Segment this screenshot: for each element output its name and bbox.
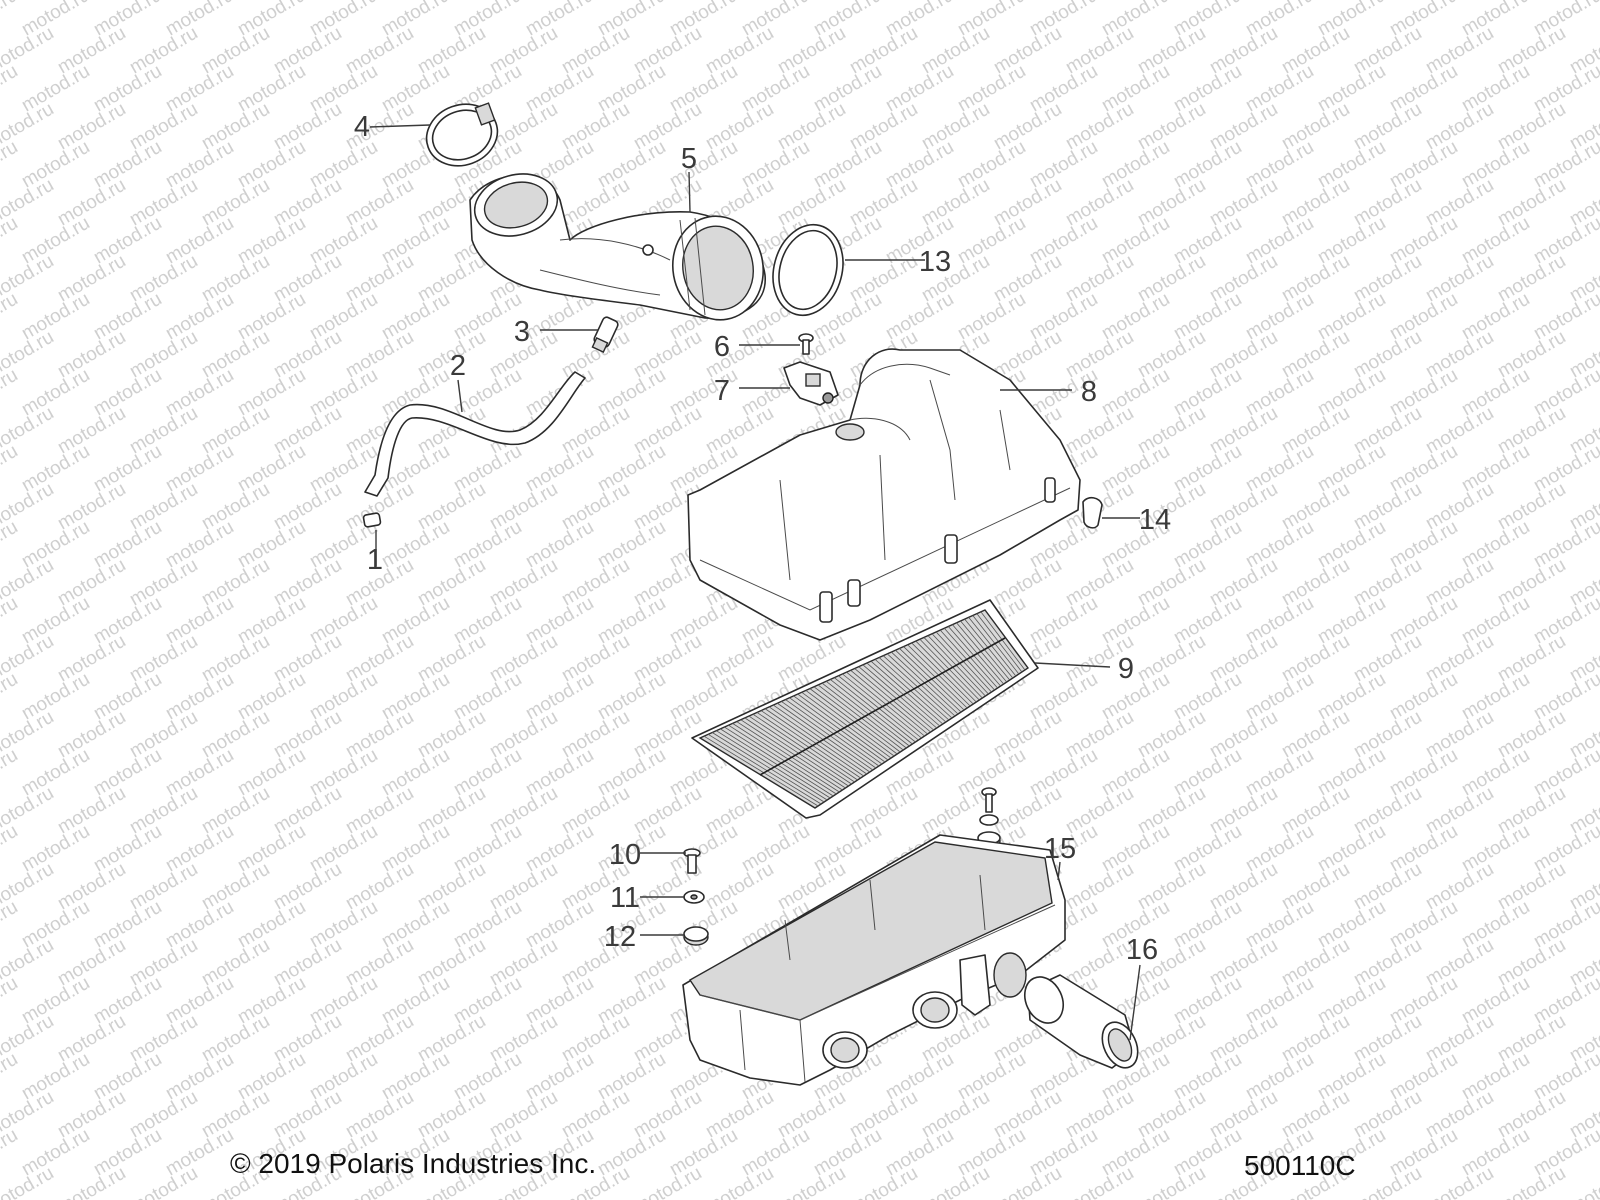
callout-10: 10 xyxy=(609,839,641,871)
watermark-text: motod.ru xyxy=(0,213,22,269)
watermark-text: motod.ru xyxy=(630,1163,705,1200)
watermark-text: motod.ru xyxy=(1530,593,1600,649)
watermark-text: motod.ru xyxy=(702,1163,777,1200)
watermark-text: motod.ru xyxy=(1530,821,1600,877)
watermark-text: motod.ru xyxy=(1530,137,1600,193)
watermark-text: motod.ru xyxy=(0,973,22,1029)
part-11-washer xyxy=(683,890,705,904)
watermark-text: motod.ru xyxy=(0,821,22,877)
part-7-sensor xyxy=(783,361,839,406)
watermark-text: motod.ru xyxy=(1530,289,1600,345)
watermark-text: motod.ru xyxy=(1422,1163,1497,1200)
watermark-text: motod.ru xyxy=(54,1163,129,1200)
watermark-text: motod.ru xyxy=(1530,1049,1600,1105)
watermark-text: motod.ru xyxy=(0,441,22,497)
callout-12: 12 xyxy=(604,921,636,953)
watermark-text: motod.ru xyxy=(0,289,22,345)
callout-2: 2 xyxy=(450,350,466,382)
watermark-text: motod.ru xyxy=(0,0,22,40)
callout-15: 15 xyxy=(1044,833,1076,865)
watermark-text: motod.ru xyxy=(0,669,22,725)
watermark-text: motod.ru xyxy=(0,517,22,573)
drawing-number: 500110C xyxy=(1244,1150,1356,1181)
watermark-text: motod.ru xyxy=(0,1049,22,1105)
watermark-text: motod.ru xyxy=(1530,61,1600,117)
callout-7: 7 xyxy=(714,375,730,407)
callout-13: 13 xyxy=(919,246,951,278)
watermark-text: motod.ru xyxy=(1530,745,1600,801)
watermark-text: motod.ru xyxy=(0,365,22,421)
watermark-text: motod.ru xyxy=(126,1163,201,1200)
callout-11: 11 xyxy=(610,882,640,914)
watermark-text: motod.ru xyxy=(0,593,22,649)
watermark-text: motod.ru xyxy=(990,1163,1065,1200)
part-12-grommet xyxy=(683,926,709,946)
part-14-clip xyxy=(1082,496,1103,529)
callout-16: 16 xyxy=(1126,934,1158,966)
callout-1: 1 xyxy=(367,544,383,576)
watermark-text: motod.ru xyxy=(1350,1163,1425,1200)
watermark-text: motod.ru xyxy=(1134,1163,1209,1200)
callout-6: 6 xyxy=(714,331,730,363)
watermark-text: motod.ru xyxy=(0,745,22,801)
watermark-text: motod.ru xyxy=(918,1163,993,1200)
callout-3: 3 xyxy=(514,316,530,348)
watermark-text: motod.ru xyxy=(846,1163,921,1200)
watermark-text: motod.ru xyxy=(1494,1163,1569,1200)
watermark-text: motod.ru xyxy=(0,137,22,193)
watermark-text: motod.ru xyxy=(1530,517,1600,573)
part-1-plug xyxy=(362,512,382,528)
watermark-text: motod.ru xyxy=(1530,441,1600,497)
watermark-text: motod.ru xyxy=(0,1125,22,1181)
callout-8: 8 xyxy=(1081,376,1097,408)
watermark-text: motod.ru xyxy=(1530,365,1600,421)
watermark-text: motod.ru xyxy=(1530,973,1600,1029)
watermark-text: motod.ru xyxy=(1062,1163,1137,1200)
watermark-text: motod.ru xyxy=(774,1163,849,1200)
callout-5: 5 xyxy=(681,143,697,175)
watermark-text: motod.ru xyxy=(1530,213,1600,269)
watermark-text: motod.ru xyxy=(1530,1125,1600,1181)
watermark-text: motod.ru xyxy=(0,61,22,117)
callout-9: 9 xyxy=(1118,653,1134,685)
copyright-text: © 2019 Polaris Industries Inc. xyxy=(230,1148,597,1179)
watermark-text: motod.ru xyxy=(1530,669,1600,725)
callout-4: 4 xyxy=(354,111,370,143)
watermark-text: motod.ru xyxy=(1530,897,1600,953)
watermark-text: motod.ru xyxy=(1566,1163,1600,1200)
watermark-text: motod.ru xyxy=(0,897,22,953)
callout-14: 14 xyxy=(1139,504,1171,536)
